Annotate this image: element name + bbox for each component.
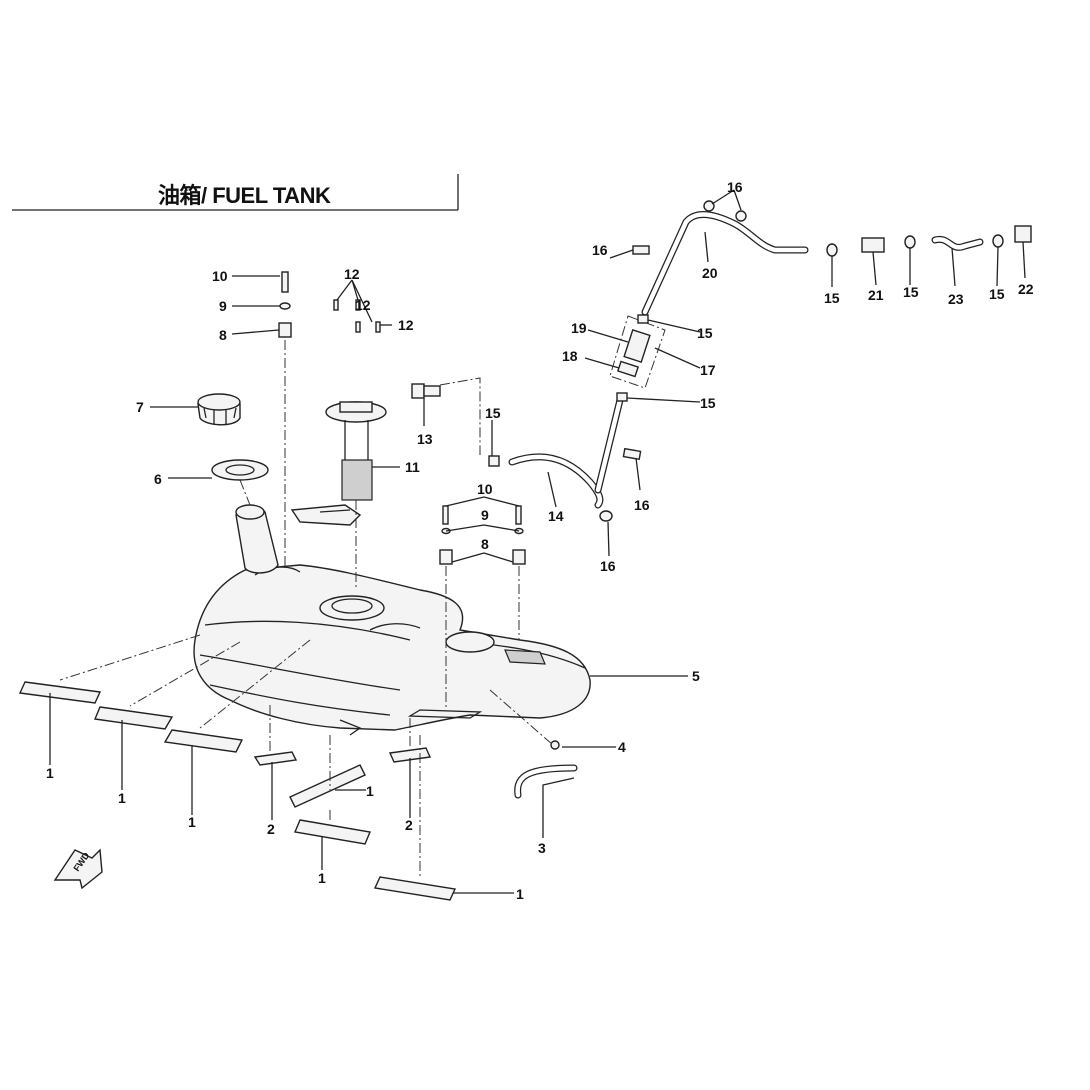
pressure-sensor bbox=[411, 383, 441, 399]
fuel-line-riser bbox=[594, 396, 642, 494]
callout-19: 19 bbox=[571, 320, 587, 336]
callout-1d: 1 bbox=[366, 783, 374, 799]
callout-9a: 9 bbox=[219, 298, 227, 314]
callout-3: 3 bbox=[538, 840, 546, 856]
callout-5: 5 bbox=[692, 668, 700, 684]
callout-15e: 15 bbox=[903, 284, 919, 300]
fuel-hose-20 bbox=[632, 200, 809, 316]
callout-16b: 16 bbox=[634, 497, 650, 513]
callout-1b: 1 bbox=[118, 790, 126, 806]
callout-15d: 15 bbox=[824, 290, 840, 306]
callout-17: 17 bbox=[700, 362, 716, 378]
callout-6: 6 bbox=[154, 471, 162, 487]
right-fittings bbox=[826, 225, 1032, 257]
callout-1f: 1 bbox=[516, 886, 524, 902]
callout-7: 7 bbox=[136, 399, 144, 415]
callout-9b: 9 bbox=[481, 507, 489, 523]
callout-1c: 1 bbox=[188, 814, 196, 830]
callout-1e: 1 bbox=[318, 870, 326, 886]
callout-12c: 12 bbox=[398, 317, 414, 333]
page-title: 油箱/ FUEL TANK bbox=[158, 183, 331, 208]
bolt-stack-left bbox=[278, 271, 292, 338]
fuel-filter-group bbox=[609, 314, 666, 402]
callout-2a: 2 bbox=[267, 821, 275, 837]
callout-20: 20 bbox=[702, 265, 718, 281]
callout-15a: 15 bbox=[485, 405, 501, 421]
callout-21: 21 bbox=[868, 287, 884, 303]
callout-15c: 15 bbox=[700, 395, 716, 411]
callout-23: 23 bbox=[948, 291, 964, 307]
callout-16c: 16 bbox=[592, 242, 608, 258]
callout-16a: 16 bbox=[600, 558, 616, 574]
callout-8b: 8 bbox=[481, 536, 489, 552]
rubber-pads bbox=[18, 681, 457, 901]
tank-brackets bbox=[253, 747, 432, 766]
fuel-cap bbox=[197, 393, 241, 426]
callout-labels: 10 9 8 7 6 12 12 12 11 13 15 10 9 8 14 1… bbox=[46, 179, 1034, 902]
callout-10a: 10 bbox=[212, 268, 228, 284]
callout-11: 11 bbox=[405, 459, 420, 475]
filler-neck bbox=[235, 504, 279, 574]
callout-1a: 1 bbox=[46, 765, 54, 781]
alignment-lines bbox=[59, 340, 554, 876]
filler-seal-ring bbox=[211, 459, 269, 481]
pump-screws bbox=[333, 299, 381, 333]
fuel-pump-assembly bbox=[290, 401, 387, 526]
fwd-arrow-icon bbox=[53, 848, 103, 890]
callout-14: 14 bbox=[548, 508, 564, 524]
fuel-tank-body bbox=[193, 564, 591, 736]
callout-8a: 8 bbox=[219, 327, 227, 343]
fuel-hose-14 bbox=[488, 453, 613, 522]
callout-10b: 10 bbox=[477, 481, 493, 497]
leader-lines bbox=[49, 189, 1026, 894]
callout-4: 4 bbox=[618, 739, 626, 755]
callout-12b: 12 bbox=[355, 297, 371, 313]
callout-15f: 15 bbox=[989, 286, 1005, 302]
callout-13: 13 bbox=[417, 431, 433, 447]
callout-18: 18 bbox=[562, 348, 578, 364]
callout-12a: 12 bbox=[344, 266, 360, 282]
callout-15b: 15 bbox=[697, 325, 713, 341]
callout-16d: 16 bbox=[727, 179, 743, 195]
callout-2b: 2 bbox=[405, 817, 413, 833]
vent-hose bbox=[514, 740, 578, 799]
callout-22: 22 bbox=[1018, 281, 1034, 297]
